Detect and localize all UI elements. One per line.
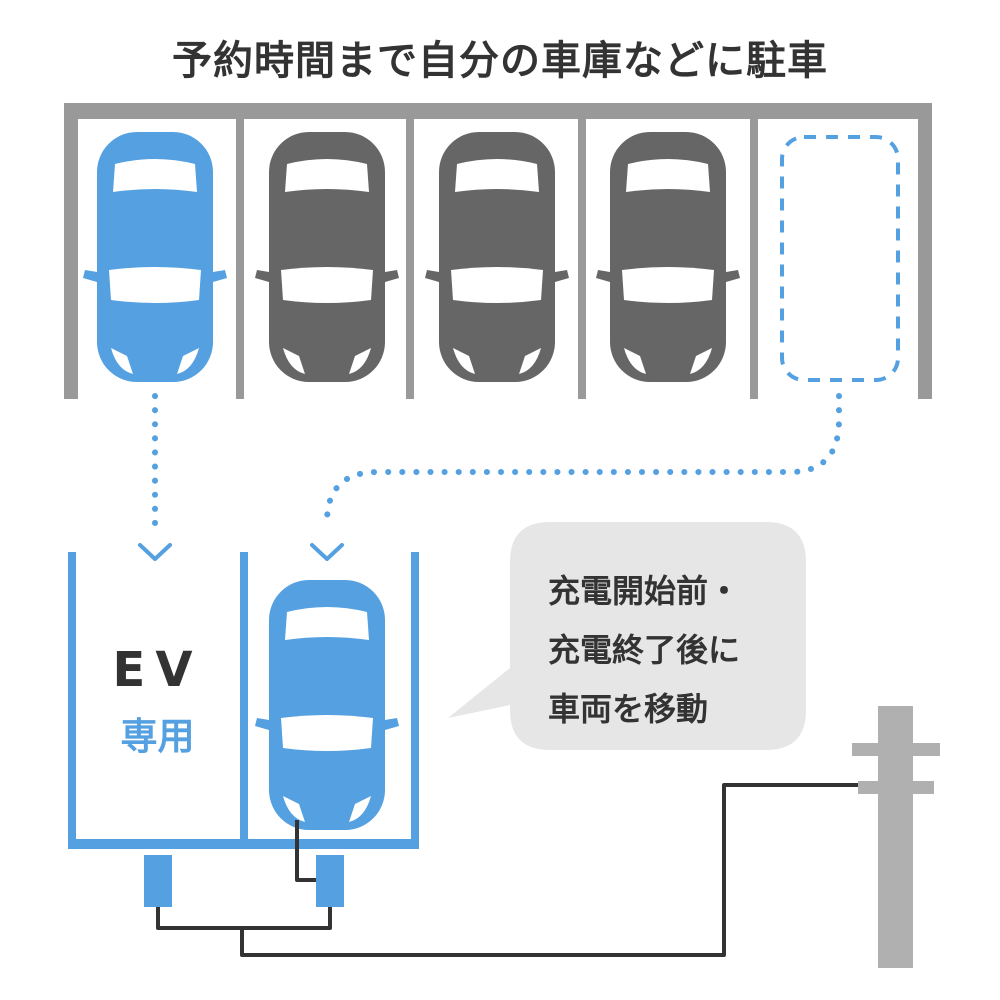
ev-bay-label: EV: [112, 642, 203, 698]
ev-charging-bay: [68, 552, 419, 849]
parking-garage: [64, 103, 932, 399]
arrow-down-icon: [310, 543, 344, 561]
speech-bubble-text: 充電開始前・ 充電終了後に 車両を移動: [548, 562, 740, 739]
car-icon: [255, 580, 399, 830]
return-path: [324, 393, 842, 531]
arrow-down-icon: [138, 543, 172, 561]
bubble-line: 車両を移動: [548, 690, 709, 728]
charger-icon: [316, 855, 344, 907]
power-cable: [156, 783, 860, 957]
ev-bay-sublabel: 専用: [120, 715, 195, 758]
empty-parking-spot-icon: [780, 135, 900, 382]
car-icon: [83, 132, 227, 382]
car-icon: [255, 132, 399, 382]
bubble-line: 充電開始前・: [548, 572, 741, 610]
charger-icon: [144, 855, 172, 907]
diagram-title: 予約時間まで自分の車庫などに駐車: [172, 38, 828, 84]
car-icon: [425, 132, 569, 382]
bubble-line: 充電終了後に: [548, 631, 741, 669]
utility-pole-icon: [852, 706, 940, 968]
speech-bubble-icon: [448, 522, 806, 750]
car-icon: [596, 132, 740, 382]
